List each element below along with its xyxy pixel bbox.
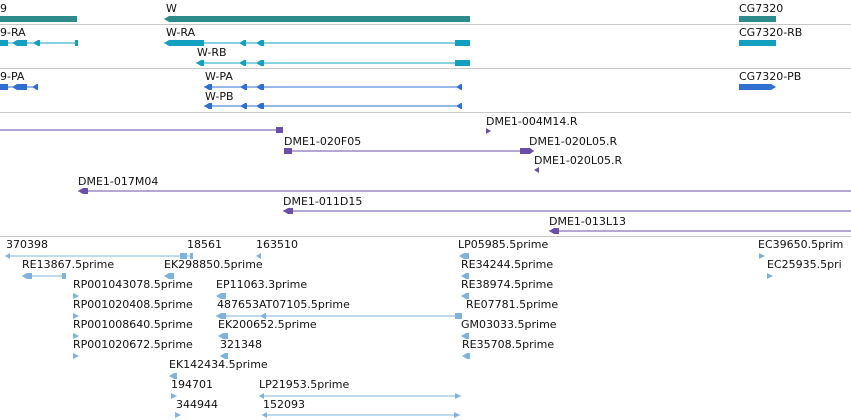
clone-glyph[interactable] — [0, 125, 288, 135]
clone-label[interactable]: DME1-020L05.R — [534, 154, 623, 167]
est-label[interactable]: 321348 — [220, 338, 262, 351]
est-glyph[interactable] — [164, 272, 176, 280]
transcript-label[interactable]: 9-RA — [0, 26, 26, 39]
clone-label[interactable]: DME1-020F05 — [284, 135, 362, 148]
est-glyph[interactable] — [73, 352, 81, 360]
est-label[interactable]: 163510 — [256, 238, 298, 251]
track-separator — [0, 236, 851, 237]
transcript-glyph[interactable] — [0, 38, 80, 48]
gene-glyph[interactable] — [739, 15, 779, 23]
est-glyph[interactable] — [262, 411, 462, 419]
est-label[interactable]: GM03033.5prime — [461, 318, 557, 331]
est-glyph[interactable] — [73, 332, 81, 340]
clone-label[interactable]: DME1-004M14.R — [486, 115, 578, 128]
transcript-label[interactable]: W-RA — [166, 26, 196, 39]
est-label[interactable]: 18561 — [187, 238, 222, 251]
est-glyph[interactable] — [259, 392, 463, 400]
clone-glyph[interactable] — [549, 226, 851, 236]
protein-glyph[interactable] — [739, 82, 779, 92]
gene-glyph[interactable] — [164, 15, 472, 23]
est-label[interactable]: EC39650.5prim — [758, 238, 844, 251]
clone-glyph[interactable] — [284, 146, 538, 156]
est-label[interactable]: LP05985.5prime — [458, 238, 549, 251]
protein-label[interactable]: CG7320-PB — [739, 70, 802, 83]
protein-glyph[interactable] — [204, 101, 466, 111]
est-glyph[interactable] — [22, 272, 70, 280]
est-glyph[interactable] — [462, 352, 472, 360]
est-label[interactable]: RP001008640.5prime — [73, 318, 193, 331]
est-glyph[interactable] — [220, 352, 230, 360]
est-label[interactable]: RE38974.5prime — [461, 278, 554, 291]
transcript-glyph[interactable] — [164, 38, 474, 48]
est-label[interactable]: RE34244.5prime — [461, 258, 554, 271]
transcript-glyph[interactable] — [739, 38, 779, 48]
est-label[interactable]: 152093 — [263, 398, 305, 411]
est-label[interactable]: EK200652.5prime — [218, 318, 317, 331]
protein-label[interactable]: 9-PA — [0, 70, 25, 83]
est-label[interactable]: RE07781.5prime — [466, 298, 559, 311]
est-label[interactable]: EK298850.5prime — [164, 258, 263, 271]
clone-glyph[interactable] — [78, 186, 851, 196]
transcript-glyph[interactable] — [196, 58, 474, 68]
clone-glyph[interactable] — [283, 206, 851, 216]
est-glyph[interactable] — [459, 252, 471, 260]
est-label[interactable]: RP001043078.5prime — [73, 278, 193, 291]
clone-label[interactable]: DME1-013L13 — [549, 215, 626, 228]
gene-label[interactable]: 9 — [0, 2, 7, 15]
est-glyph[interactable] — [171, 392, 179, 400]
est-label[interactable]: 194701 — [171, 378, 213, 391]
transcript-label[interactable]: CG7320-RB — [739, 26, 803, 39]
est-glyph[interactable] — [216, 312, 466, 320]
track-separator — [0, 68, 851, 69]
est-glyph[interactable] — [216, 292, 228, 300]
est-glyph[interactable] — [256, 252, 262, 260]
gene-glyph[interactable] — [0, 15, 78, 23]
est-label[interactable]: EK142434.5prime — [169, 358, 268, 371]
est-glyph[interactable] — [73, 292, 81, 300]
est-glyph[interactable] — [175, 411, 183, 419]
est-label[interactable]: RP001020672.5prime — [73, 338, 193, 351]
est-label[interactable]: RP001020408.5prime — [73, 298, 193, 311]
est-label[interactable]: 344944 — [176, 398, 218, 411]
est-glyph[interactable] — [767, 272, 775, 280]
est-glyph[interactable] — [461, 272, 471, 280]
est-label[interactable]: EC25935.5pri — [767, 258, 842, 271]
est-glyph[interactable] — [461, 292, 471, 300]
est-glyph[interactable] — [759, 252, 767, 260]
gene-label[interactable]: W — [166, 2, 177, 15]
est-glyph[interactable] — [461, 332, 471, 340]
clone-label[interactable]: DME1-011D15 — [283, 195, 363, 208]
est-label[interactable]: EP11063.3prime — [216, 278, 308, 291]
protein-label[interactable]: W-PB — [205, 90, 234, 103]
track-separator — [0, 112, 851, 113]
track-separator — [0, 24, 851, 25]
clone-glyph[interactable] — [534, 167, 540, 173]
protein-glyph[interactable] — [204, 82, 466, 92]
transcript-label[interactable]: W-RB — [197, 46, 227, 59]
clone-glyph[interactable] — [486, 128, 492, 134]
gene-label[interactable]: CG7320 — [739, 2, 784, 15]
protein-glyph[interactable] — [0, 82, 40, 92]
est-label[interactable]: RE13867.5prime — [22, 258, 115, 271]
est-label[interactable]: 487653AT07105.5prime — [217, 298, 350, 311]
protein-label[interactable]: W-PA — [205, 70, 233, 83]
est-glyph[interactable] — [5, 252, 195, 260]
clone-label[interactable]: DME1-017M04 — [78, 175, 159, 188]
est-label[interactable]: 370398 — [6, 238, 48, 251]
est-label[interactable]: LP21953.5prime — [259, 378, 350, 391]
clone-label[interactable]: DME1-020L05.R — [529, 135, 618, 148]
est-glyph[interactable] — [218, 332, 230, 340]
est-label[interactable]: RE35708.5prime — [462, 338, 555, 351]
est-glyph[interactable] — [169, 372, 179, 380]
est-glyph[interactable] — [73, 312, 81, 320]
